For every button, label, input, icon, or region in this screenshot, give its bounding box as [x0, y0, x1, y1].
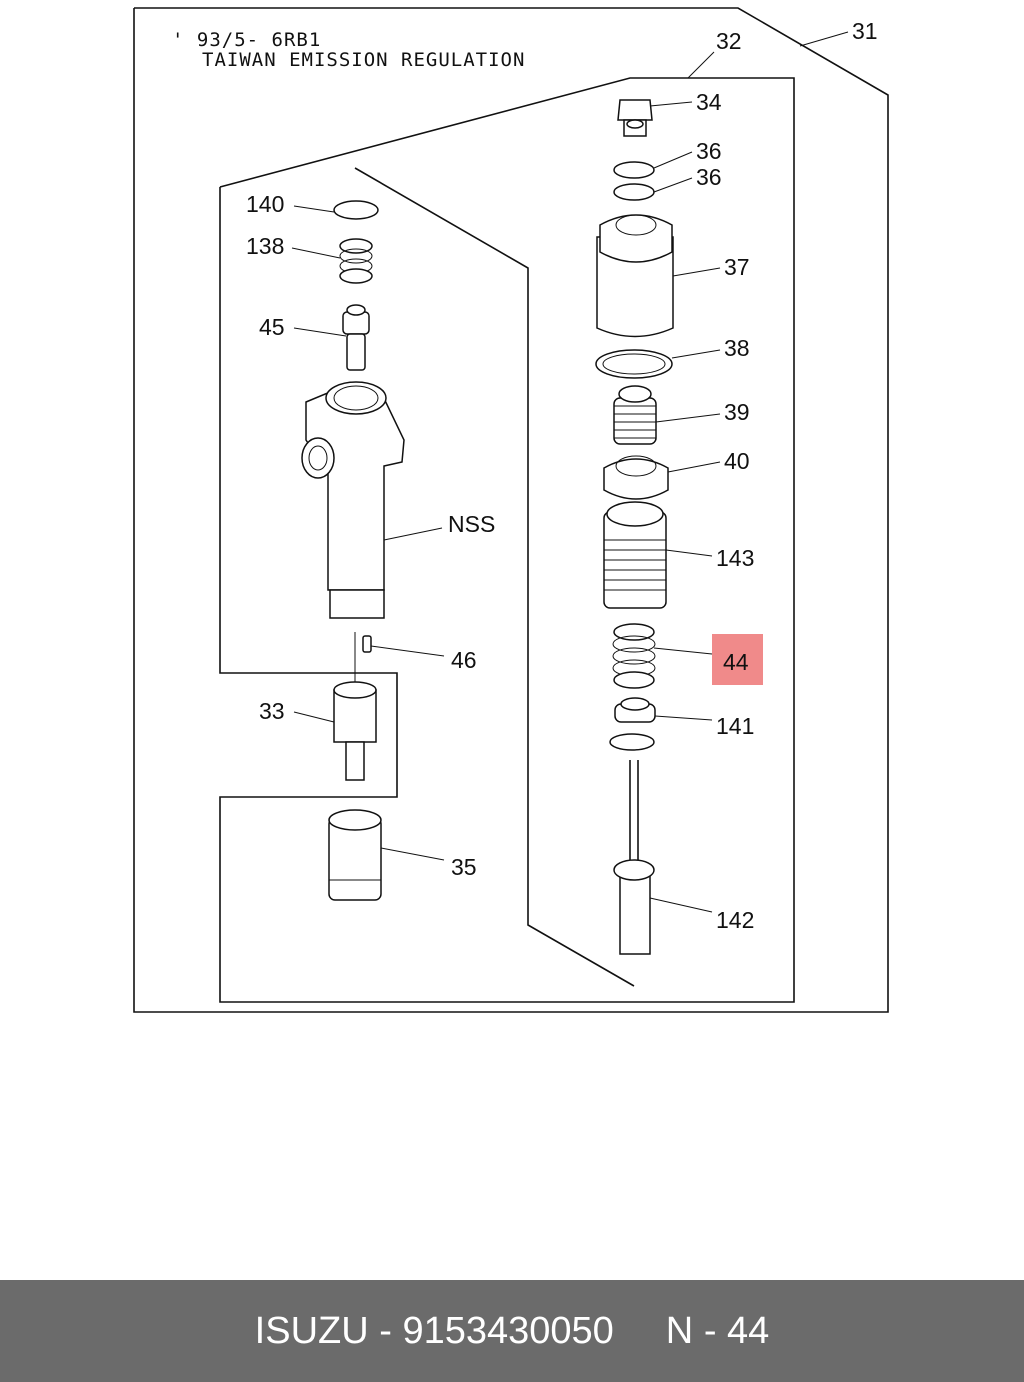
label-32: 32 [716, 28, 742, 54]
part-38-ring-inner [602, 353, 666, 375]
label-40: 40 [724, 448, 750, 474]
label-37: 37 [724, 254, 750, 280]
label-36a: 36 [696, 138, 722, 164]
label-46: 46 [451, 647, 477, 673]
part-45-pin [342, 304, 370, 371]
label-34: 34 [696, 89, 722, 115]
exploded-parts-diagram: ' 93/5- 6RB1 TAIWAN EMISSION REGULATION [133, 7, 889, 1013]
part-40-hex-nut [603, 455, 669, 500]
label-45: 45 [259, 314, 285, 340]
part-44-spring [612, 623, 656, 689]
part-141-seat [609, 697, 656, 751]
leader-46 [370, 645, 445, 657]
part-info-footer: ISUZU - 9153430050 N - 44 [0, 1280, 1024, 1382]
part-38-ring [595, 349, 673, 379]
assembly-divider [354, 167, 635, 987]
footer-ref-separator: - [703, 1309, 717, 1352]
label-nss: NSS [448, 511, 495, 537]
leader-nss [383, 527, 443, 541]
leader-36a [653, 151, 693, 169]
part-36-washer-b [613, 183, 655, 201]
leader-140 [293, 205, 335, 213]
part-39-threaded [613, 385, 657, 445]
assembly-frame-31 [133, 7, 889, 1013]
leader-40 [667, 461, 721, 473]
label-142: 142 [716, 907, 754, 933]
label-143: 143 [716, 545, 754, 571]
leader-141 [654, 715, 713, 721]
part-35-retaining-nut [328, 809, 382, 901]
footer-ref-number: 44 [727, 1309, 770, 1352]
leader-44 [653, 647, 713, 655]
leader-35 [380, 847, 445, 861]
label-35: 35 [451, 854, 477, 880]
footer-ref-prefix: N [665, 1309, 694, 1352]
label-38: 38 [724, 335, 750, 361]
header-line-2: TAIWAN EMISSION REGULATION [202, 49, 525, 71]
footer-part-number: 9153430050 [402, 1309, 614, 1352]
leader-142 [649, 897, 713, 913]
part-nss-body [301, 381, 405, 619]
leader-34 [649, 101, 693, 107]
label-36b: 36 [696, 164, 722, 190]
part-37-nut-body [596, 214, 674, 338]
leader-38 [671, 349, 721, 359]
footer-brand: ISUZU [254, 1309, 369, 1352]
label-44: 44 [723, 649, 749, 675]
label-39: 39 [724, 399, 750, 425]
part-33-nozzle [333, 681, 377, 781]
part-46-dowel [362, 635, 372, 653]
label-138: 138 [246, 233, 284, 259]
leader-31 [799, 31, 849, 47]
part-36-washer-a [613, 161, 655, 179]
leader-45 [293, 327, 347, 337]
footer-separator: - [379, 1309, 392, 1352]
label-141: 141 [716, 713, 754, 739]
leader-32 [687, 51, 715, 79]
part-142-rod [613, 760, 655, 955]
part-138-spring [339, 238, 373, 284]
part-34-bolt [617, 99, 653, 137]
label-33: 33 [259, 698, 285, 724]
part-143-sleeve [603, 501, 667, 609]
part-44-highlight [712, 634, 763, 685]
header-line-1: ' 93/5- 6RB1 [172, 29, 321, 51]
leader-39 [655, 413, 721, 423]
leader-138 [291, 247, 341, 259]
leader-143 [665, 549, 713, 557]
leader-36b [653, 177, 693, 193]
label-31: 31 [852, 18, 878, 44]
assembly-frame-32 [219, 77, 795, 1003]
part-140-washer [333, 200, 379, 220]
label-140: 140 [246, 191, 284, 217]
leader-37 [672, 267, 721, 277]
leader-33 [293, 711, 335, 723]
